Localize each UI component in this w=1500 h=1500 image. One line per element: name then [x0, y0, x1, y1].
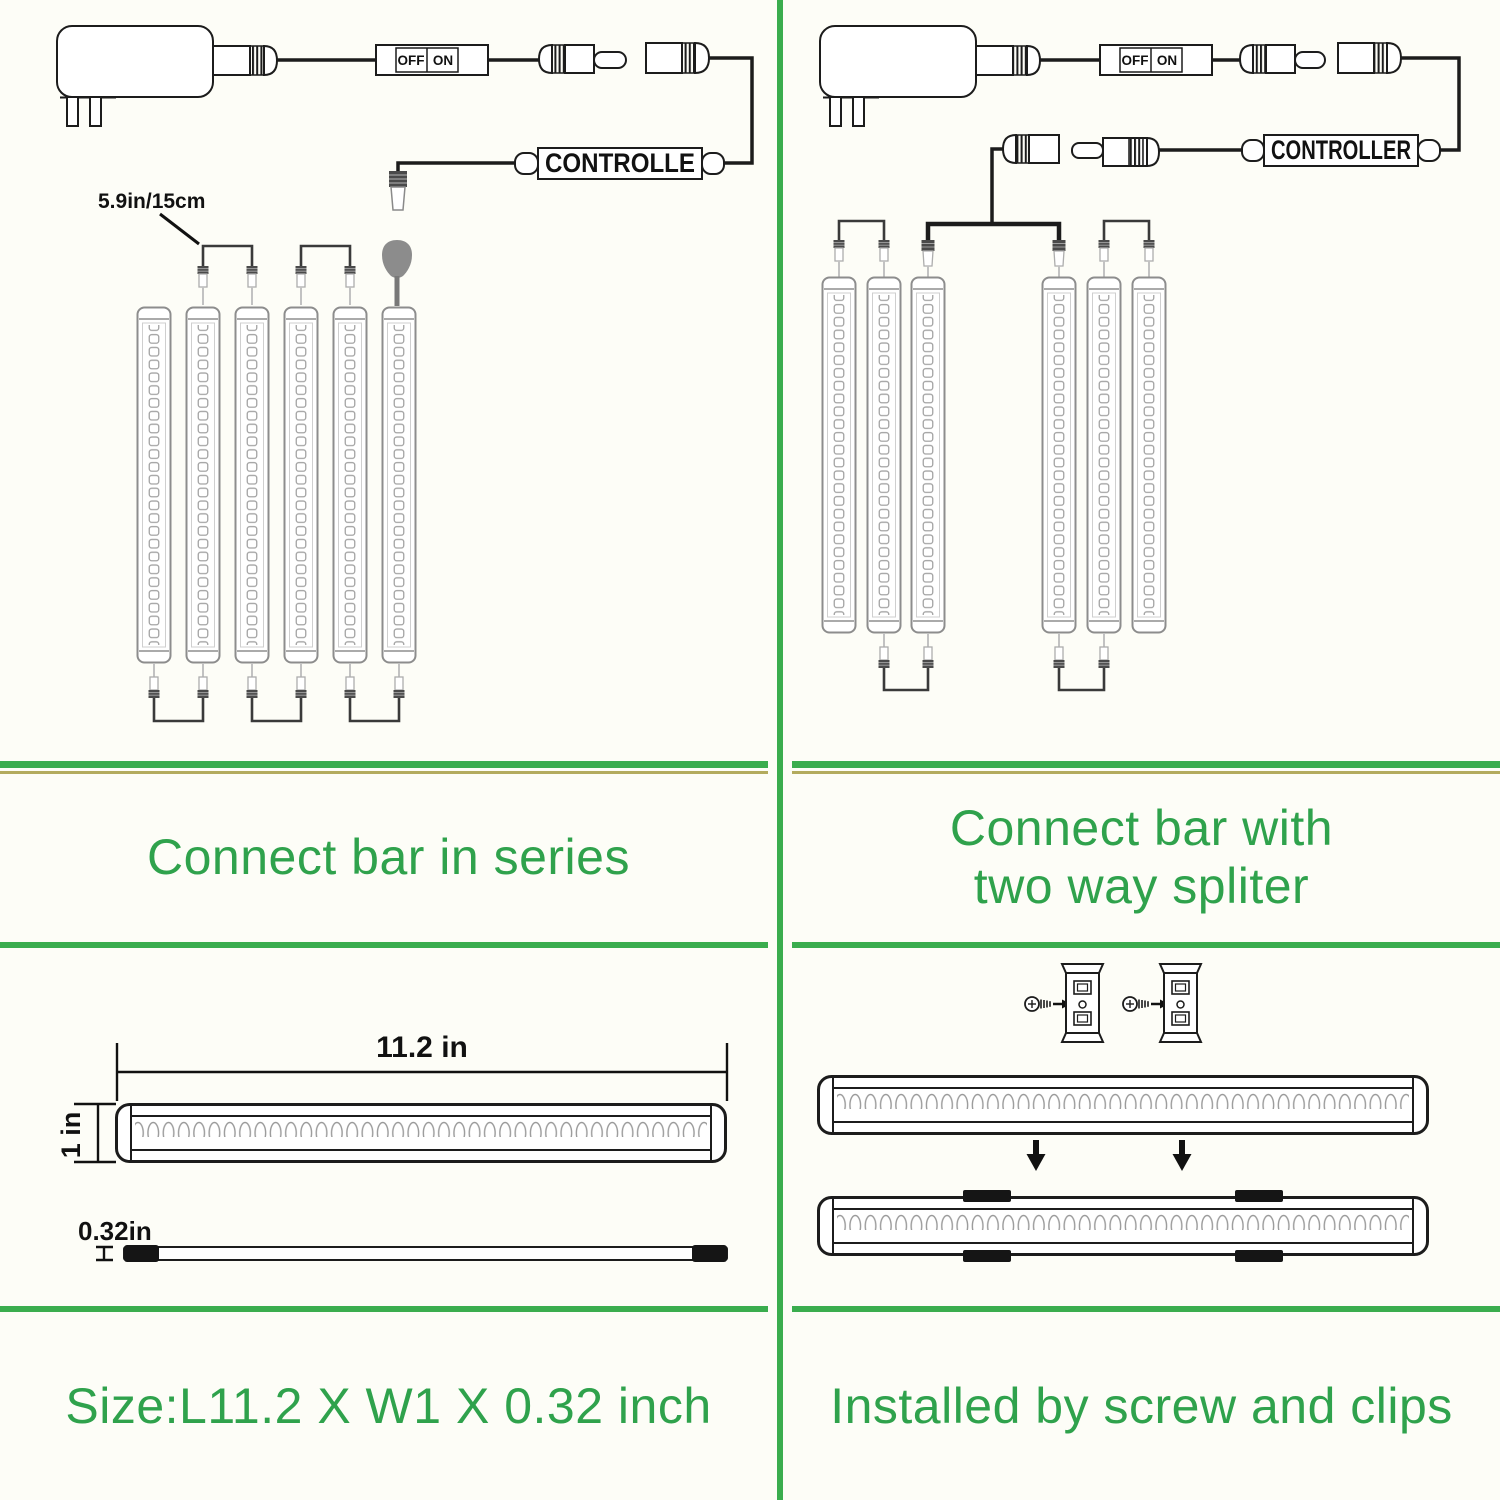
onoff-switch: OFF ON	[375, 44, 489, 76]
led-bar	[1086, 276, 1122, 634]
down-arrow-icon	[1026, 1140, 1046, 1171]
controller-label: CONTROLLE	[545, 148, 695, 178]
top-jumper-wires	[196, 244, 357, 306]
led-bar-with-clips	[817, 1190, 1429, 1262]
controller-label: CONTROLLER	[1271, 135, 1411, 165]
install-direction-arrows	[1026, 1140, 1192, 1171]
caption-text-line2: two way spliter	[973, 858, 1310, 914]
clip	[1235, 1190, 1283, 1202]
led-bar-front-view	[817, 1075, 1429, 1135]
led-bar-front-view	[817, 1196, 1429, 1256]
caption-text: Connect bar in series	[147, 829, 630, 885]
clip	[963, 1250, 1011, 1262]
horizontal-divider-2-right	[792, 942, 1500, 948]
dc-female-connector	[1337, 41, 1403, 75]
dc-female-connector-left	[1001, 133, 1060, 165]
wire	[709, 56, 754, 165]
dc-male-connector-left	[1071, 136, 1161, 168]
thickness-dimension: 0.32in	[78, 1216, 152, 1262]
mounting-clip	[1159, 963, 1202, 1043]
led-bar	[1041, 276, 1077, 634]
thickness-label: 0.32in	[78, 1216, 152, 1246]
horizontal-divider-3-left	[0, 1306, 768, 1312]
mounting-clips-and-screws	[1024, 963, 1202, 1043]
onoff-switch: OFF ON	[1099, 44, 1213, 76]
power-adapter	[819, 25, 1042, 127]
clip	[963, 1190, 1011, 1202]
clip	[1235, 1250, 1283, 1262]
horizontal-divider-1-right	[792, 761, 1500, 768]
switch-on-label: ON	[1157, 53, 1177, 68]
screw-icon	[1024, 996, 1051, 1012]
dc-male-connector	[1238, 43, 1326, 75]
led-bar	[381, 306, 417, 664]
bottom-jumper-wires	[877, 632, 1111, 692]
switch-off-label: OFF	[398, 53, 425, 68]
dc-male-connector	[537, 43, 627, 75]
caption-connect-series: Connect bar in series	[0, 774, 777, 940]
led-bar	[1131, 276, 1167, 634]
power-adapter	[56, 25, 279, 127]
controller-unit: CONTROLLER	[1241, 134, 1441, 167]
controller-unit: CONTROLLE	[514, 147, 725, 180]
led-bar	[821, 276, 857, 634]
led-bar	[283, 306, 319, 664]
olive-accent-line-right	[792, 771, 1500, 774]
led-bar	[332, 306, 368, 664]
dc-plug	[389, 171, 407, 211]
led-bar-side-view	[123, 1245, 728, 1262]
dc-female-connector	[645, 41, 711, 75]
screw-icon	[1122, 996, 1149, 1012]
vertical-divider	[777, 0, 783, 1500]
caption-text: Size:L11.2 X W1 X 0.32 inch	[65, 1378, 712, 1434]
led-bar	[185, 306, 221, 664]
wire-length-callout: 5.9in/15cm	[98, 190, 205, 246]
plug-grip	[382, 240, 412, 306]
horizontal-divider-3-right	[792, 1306, 1500, 1312]
caption-text: Installed by screw and clips	[830, 1378, 1453, 1434]
width-label: 1 in	[56, 1112, 86, 1159]
led-bar	[866, 276, 902, 634]
caption-size: Size:L11.2 X W1 X 0.32 inch	[0, 1314, 777, 1498]
led-bar	[136, 306, 172, 664]
splitter-wiring-diagram: OFF ON CONTROLLER	[819, 25, 1461, 692]
caption-text-line1: Connect bar with	[949, 800, 1334, 856]
top-jumper-wires	[832, 219, 1156, 280]
down-arrow-icon	[1172, 1140, 1192, 1171]
mounting-clip	[1061, 963, 1104, 1043]
bottom-jumper-wires	[147, 662, 406, 723]
installation-diagram	[817, 963, 1429, 1262]
horizontal-divider-2-left	[0, 942, 768, 948]
wire-length-label: 5.9in/15cm	[98, 190, 205, 213]
led-bar-strips	[821, 276, 1167, 634]
caption-connect-splitter: Connect bar with two way spliter	[783, 774, 1500, 940]
switch-on-label: ON	[433, 53, 453, 68]
length-dimension: 11.2 in	[115, 1031, 729, 1101]
led-bar-strips	[136, 306, 417, 664]
two-way-splitter	[920, 147, 1067, 279]
dimensions-diagram: 11.2 in 1 in 0.32in	[56, 1031, 729, 1262]
caption-install: Installed by screw and clips	[783, 1314, 1500, 1498]
wire	[396, 161, 515, 171]
width-dimension: 1 in	[56, 1102, 116, 1164]
wire	[1401, 56, 1461, 152]
led-bar-front-view	[115, 1103, 727, 1163]
led-bar	[234, 306, 270, 664]
series-wiring-diagram: OFF ON CONTROLLE	[56, 25, 754, 723]
led-bar	[910, 276, 946, 634]
olive-accent-line-left	[0, 771, 768, 774]
horizontal-divider-1-left	[0, 761, 768, 768]
switch-off-label: OFF	[1122, 53, 1149, 68]
length-label: 11.2 in	[376, 1031, 468, 1064]
